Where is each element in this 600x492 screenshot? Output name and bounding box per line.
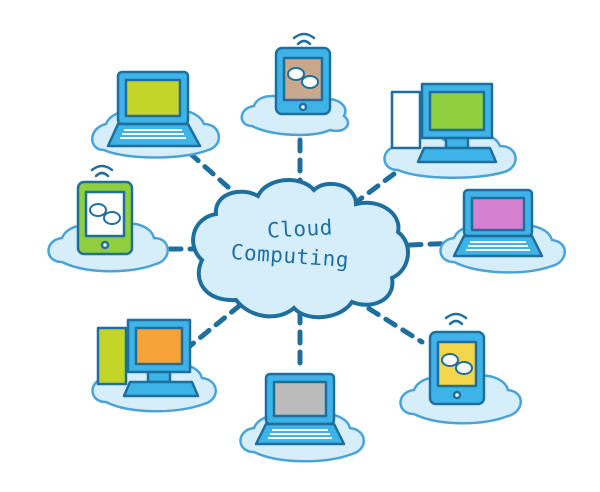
desktop-top-right	[385, 84, 516, 178]
monitor-screen	[430, 92, 484, 130]
wifi-signal-icon	[294, 34, 314, 44]
central-cloud	[193, 180, 408, 317]
connector-bottom-left	[185, 302, 244, 350]
wifi-signal-icon	[92, 166, 112, 176]
phone-bottom-right	[401, 314, 521, 423]
monitor-screen	[136, 328, 182, 364]
laptop-screen	[472, 198, 524, 230]
home-button	[102, 242, 108, 248]
tower	[392, 92, 420, 148]
laptop-right	[441, 190, 565, 272]
laptop-bottom	[241, 374, 364, 461]
tower	[98, 328, 126, 384]
laptop-top-left	[92, 72, 219, 158]
home-button	[454, 392, 460, 398]
wifi-signal-icon	[446, 314, 466, 324]
desktop-bottom-left	[93, 320, 216, 411]
phone-left	[49, 166, 168, 271]
laptop-screen	[274, 382, 326, 416]
laptop-screen	[126, 80, 180, 116]
home-button	[300, 104, 306, 110]
phone-top	[242, 34, 348, 135]
